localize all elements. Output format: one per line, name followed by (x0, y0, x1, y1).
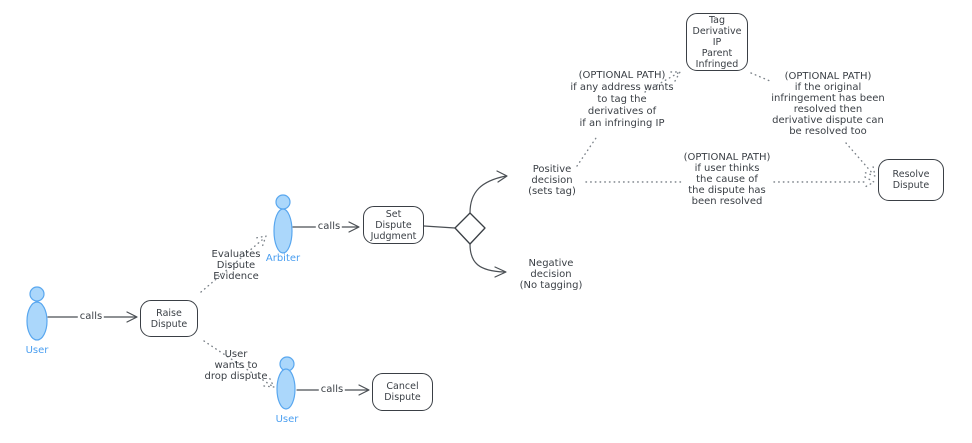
annotation-optional-resolved-path: (OPTIONAL PATH) if the original infringe… (771, 71, 885, 137)
node-raise-dispute[interactable]: Raise Dispute (140, 300, 198, 337)
node-tag-derivative-ip[interactable]: Tag Derivative IP Parent Infringed (686, 13, 748, 71)
edge-label-calls-cancel: calls (318, 384, 346, 395)
actor-label-user-bottom: User (275, 414, 299, 425)
edge-optional-resolved-to-resolve (845, 142, 874, 175)
node-label: Resolve Dispute (892, 169, 930, 191)
node-label: Set Dispute Judgment (370, 208, 417, 242)
edge-judgment-to-diamond (423, 225, 456, 229)
actor-label-arbiter: Arbiter (265, 253, 301, 264)
arrowhead-icon (864, 176, 875, 188)
arrowhead-icon (263, 377, 275, 388)
annotation-optional-user-path: (OPTIONAL PATH) if user thinks the cause… (681, 152, 773, 207)
decision-diamond[interactable] (454, 212, 486, 245)
node-label: Raise Dispute (150, 307, 188, 330)
edge-label-evaluates-evidence: Evaluates Dispute Evidence (211, 249, 261, 282)
node-cancel-dispute[interactable]: Cancel Dispute (372, 373, 433, 411)
arrowhead-icon (669, 71, 681, 82)
arrowhead-icon (494, 266, 507, 278)
edge-tagbox-to-optional-resolved (750, 72, 771, 82)
arrowhead-icon (255, 235, 267, 247)
node-label: Cancel Dispute (384, 381, 421, 403)
node-set-dispute-judgment[interactable]: Set Dispute Judgment (363, 206, 424, 244)
arrowhead-icon (358, 384, 370, 396)
edge-positive-to-optional-tag (576, 137, 597, 167)
arrowhead-icon (496, 170, 508, 183)
annotation-optional-tag-path: (OPTIONAL PATH) if any address wants to … (570, 70, 674, 129)
arrowhead-icon (348, 221, 360, 233)
arrowhead-icon (864, 165, 876, 177)
label-positive-decision: Positive decision (sets tag) (528, 164, 576, 197)
edge-diamond-to-positive (469, 175, 507, 214)
actor-body (26, 301, 48, 341)
actor-user-bottom[interactable] (276, 356, 296, 410)
actor-user-left[interactable] (26, 286, 48, 341)
edge-diamond-to-negative (469, 243, 505, 273)
actor-head (275, 194, 291, 210)
edge-label-calls-judgment: calls (315, 221, 343, 232)
actor-body (273, 208, 293, 254)
edge-label-drop-dispute: User wants to drop dispute (204, 349, 268, 382)
edge-label-calls-raise: calls (77, 311, 105, 322)
node-label: Tag Derivative IP Parent Infringed (692, 14, 742, 70)
edge-raise-to-user2 (203, 340, 273, 387)
node-resolve-dispute[interactable]: Resolve Dispute (878, 159, 944, 201)
edge-raise-to-arbiter (200, 239, 263, 293)
edge-optional-tag-to-tagbox (644, 72, 679, 93)
actor-head (29, 286, 45, 302)
actor-arbiter[interactable] (273, 194, 293, 254)
label-negative-decision: Negative decision (No tagging) (519, 258, 583, 291)
arrowhead-icon (126, 311, 138, 323)
actor-body (276, 368, 296, 410)
actor-label-user-left: User (25, 345, 49, 356)
